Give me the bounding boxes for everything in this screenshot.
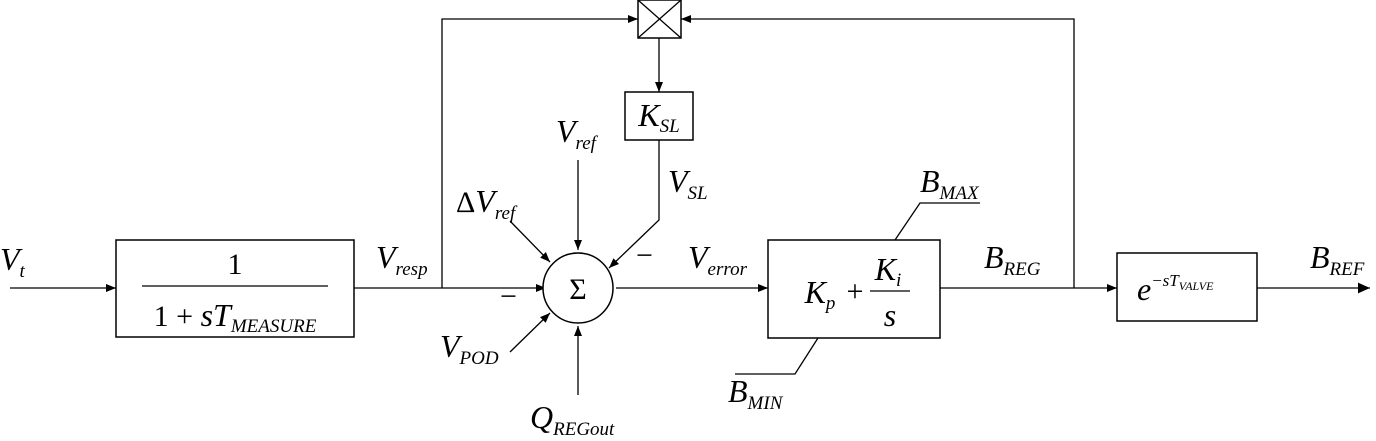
- valve-transfer-function: e−sTVALVE: [1137, 271, 1214, 307]
- ki-numerator: Ki: [874, 251, 902, 291]
- label-vpod: VPOD: [440, 328, 499, 369]
- wire-vsl-to-sum: [608, 140, 660, 269]
- label-verror: Verror: [688, 239, 748, 280]
- label-vsl: VSL: [668, 163, 708, 204]
- wire-dvref-to-sum: [509, 220, 551, 263]
- sum-symbol: Σ: [569, 273, 586, 306]
- measurement-filter-block: 1 1 + sTMEASURE: [115, 239, 355, 338]
- bmax-limit-leader: [894, 202, 980, 241]
- summing-junction: Σ: [542, 252, 614, 324]
- label-bmin: BMIN: [728, 373, 784, 414]
- pi-plus: +: [847, 275, 864, 308]
- label-breg: BREG: [984, 239, 1041, 280]
- label-bref: BREF: [1310, 239, 1365, 280]
- wire-breg-feedback-up: [681, 15, 1075, 288]
- measure-denominator: 1 + sTMEASURE: [154, 297, 317, 337]
- label-delta-vref: ΔVref: [456, 183, 518, 224]
- label-vref: Vref: [556, 113, 599, 154]
- label-bmax: BMAX: [920, 163, 980, 204]
- wire-vresp-feedback-up: [441, 15, 638, 288]
- ksl-label: KSL: [637, 97, 679, 137]
- bmin-limit-leader: [735, 337, 819, 375]
- label-vt: Vt: [0, 241, 26, 282]
- ksl-gain-block: KSL: [624, 91, 694, 141]
- valve-delay-block: e−sTVALVE: [1116, 252, 1258, 322]
- multiplier-block: [637, 0, 682, 39]
- label-qregout: QREGout: [530, 399, 615, 440]
- sign-vsl-minus: −: [636, 239, 653, 272]
- label-vresp: Vresp: [376, 239, 428, 280]
- sign-vresp-minus: −: [500, 280, 517, 313]
- ki-denominator: s: [884, 297, 896, 333]
- measure-numerator: 1: [228, 248, 243, 281]
- pi-controller-block: Kp + Ki s: [767, 239, 941, 339]
- wire-vpod-to-sum: [509, 312, 551, 353]
- kp-term: Kp: [804, 274, 836, 314]
